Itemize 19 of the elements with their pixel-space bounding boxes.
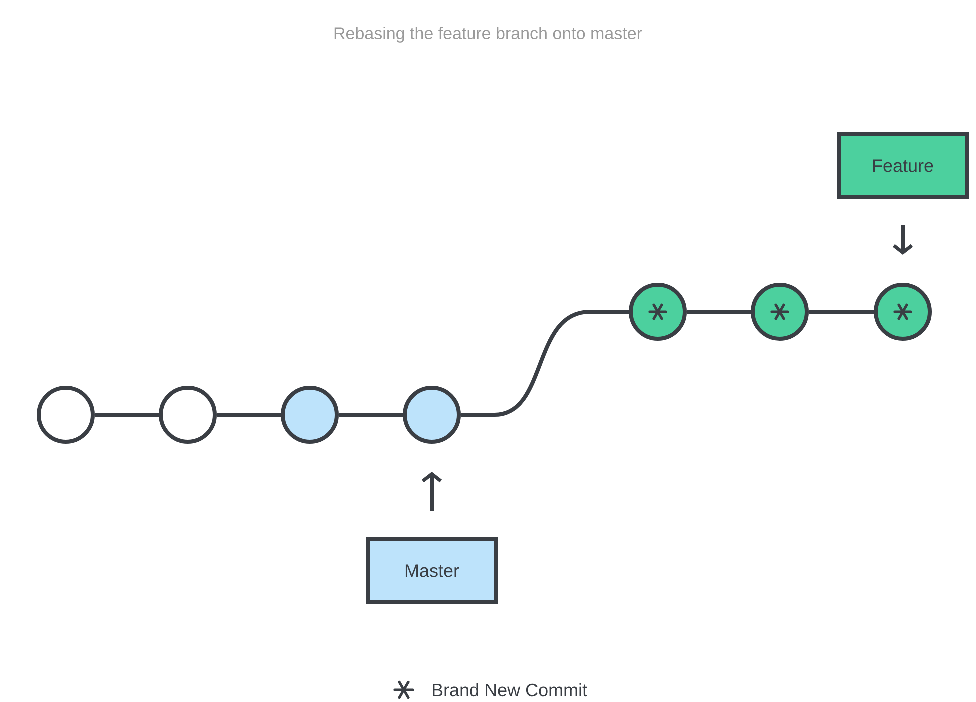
arrow bbox=[892, 226, 914, 255]
branch-line bbox=[339, 413, 403, 417]
commit-circle bbox=[403, 386, 461, 444]
commit-circle bbox=[629, 283, 687, 341]
commit-circle bbox=[37, 386, 95, 444]
branch-line bbox=[809, 310, 874, 314]
branch-line bbox=[217, 413, 281, 417]
commit-circle bbox=[281, 386, 339, 444]
commit-circle bbox=[751, 283, 809, 341]
branch-label-box: Master bbox=[366, 538, 498, 604]
branch-line bbox=[95, 413, 159, 417]
title: Rebasing the feature branch onto master bbox=[334, 27, 642, 43]
branch-line bbox=[461, 310, 629, 417]
branch-line bbox=[687, 310, 751, 314]
legend-text: Brand New Commit bbox=[433, 683, 588, 697]
commit-circle bbox=[874, 283, 932, 341]
branch-label-box: Feature bbox=[837, 132, 969, 200]
commit-circle bbox=[159, 386, 217, 444]
arrow bbox=[422, 472, 442, 512]
